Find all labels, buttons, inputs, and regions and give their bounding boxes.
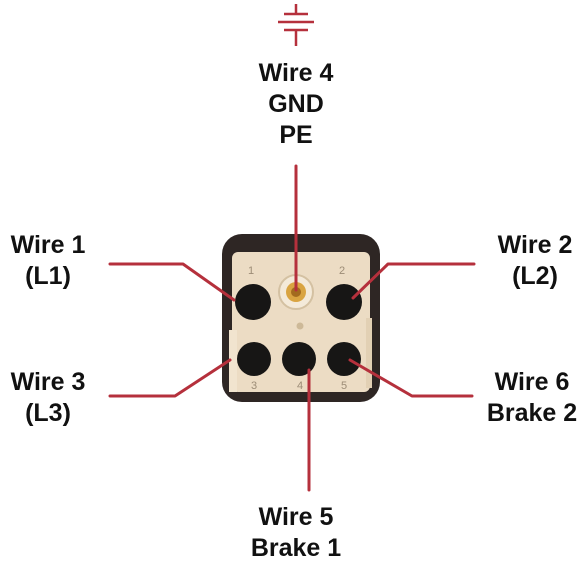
wire3-name: Wire 3 [10,368,86,396]
wire3-function: (L3) [25,399,71,427]
label-wire-4: Wire 4 GND PE [236,58,356,151]
wire1-name: Wire 1 [10,231,86,259]
pin-number-5: 5 [341,380,347,392]
label-wire-2: Wire 2 (L2) [484,230,586,292]
label-wire-6: Wire 6 Brake 2 [478,367,586,429]
wire4-function: GND [268,90,324,118]
label-wire-1: Wire 1 (L1) [0,230,96,292]
wire5-name: Wire 5 [258,503,334,531]
label-wire-5: Wire 5 Brake 1 [246,502,346,564]
pin-number-2: 2 [339,265,345,277]
socket-2 [326,284,362,320]
pin-number-3: 3 [251,380,257,392]
wire6-name: Wire 6 [494,368,570,396]
socket-3 [237,342,271,376]
wire4-abbrev: PE [279,121,313,149]
socket-4 [282,342,316,376]
wire1-function: (L1) [25,262,71,290]
wire4-name: Wire 4 [258,59,334,87]
leader-wire6 [348,358,474,398]
wire2-function: (L2) [512,262,558,290]
wire2-name: Wire 2 [497,231,573,259]
wire6-function: Brake 2 [486,399,578,427]
socket-5 [327,342,361,376]
pin-number-4: 4 [297,380,303,392]
leader-wire3 [108,358,232,398]
label-wire-3: Wire 3 (L3) [0,367,96,429]
leader-wire1 [108,262,236,302]
alignment-dot [296,322,304,330]
socket-1 [235,284,271,320]
ground-icon [278,4,314,46]
pin-number-1: 1 [248,265,254,277]
leader-wire2 [351,262,476,300]
wire5-function: Brake 1 [250,534,342,562]
pe-contact [278,274,314,310]
